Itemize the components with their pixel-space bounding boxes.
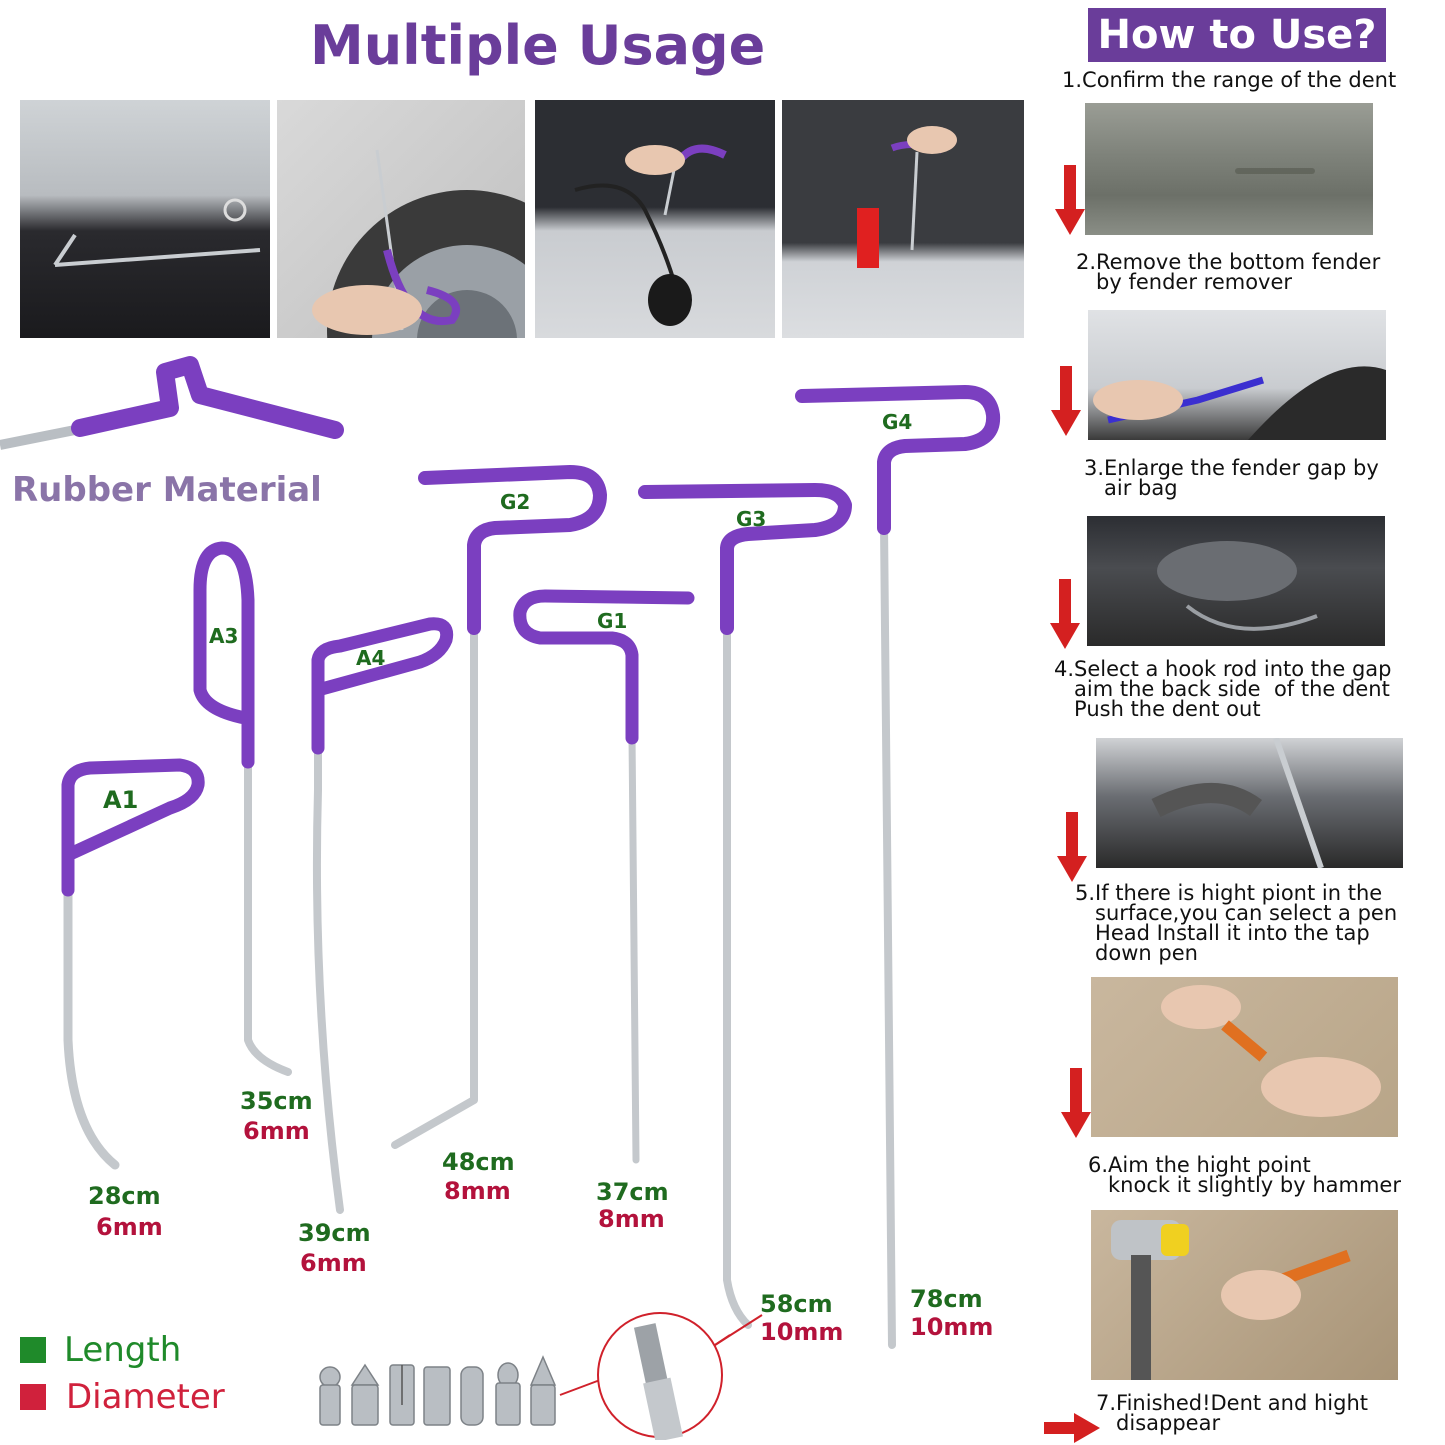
step-arrow-down-4 bbox=[1057, 812, 1087, 882]
step-photo-airbag bbox=[1087, 516, 1385, 646]
rod-diameter-g2: 8mm bbox=[444, 1177, 511, 1205]
legend-diameter-swatch bbox=[20, 1384, 46, 1410]
pen-head-slotted bbox=[389, 1364, 415, 1426]
rubber-handle-closeup bbox=[0, 356, 344, 450]
pen-head-dome bbox=[495, 1362, 521, 1426]
rod-diameter-g3: 10mm bbox=[760, 1318, 844, 1346]
howto-step-1: 1.Confirm the range of the dent bbox=[1062, 68, 1397, 92]
pen-heads-set bbox=[319, 1312, 763, 1440]
rod-length-g2: 48cm bbox=[442, 1148, 515, 1176]
rod-length-g1: 37cm bbox=[596, 1178, 669, 1206]
rod-length-a4: 39cm bbox=[298, 1219, 371, 1247]
rod-length-a3: 35cm bbox=[240, 1087, 313, 1115]
step-photo-hammer bbox=[1091, 1210, 1398, 1380]
step-arrow-down-3 bbox=[1050, 579, 1080, 649]
rod-g1 bbox=[513, 589, 695, 1164]
rod-label-g2: G2 bbox=[500, 490, 531, 514]
rod-length-g4: 78cm bbox=[910, 1285, 983, 1313]
usage-photo-window-airbag bbox=[535, 100, 775, 338]
usage-photo-trunk bbox=[20, 100, 270, 338]
rod-g3 bbox=[638, 483, 852, 1329]
step-arrow-down-2 bbox=[1051, 366, 1081, 436]
rods-illustration bbox=[61, 385, 1001, 1349]
step-photo-pen-head bbox=[1091, 977, 1398, 1137]
pen-head-cone bbox=[350, 1363, 380, 1426]
rod-a1 bbox=[61, 758, 205, 1170]
pen-head-round bbox=[460, 1366, 484, 1426]
step-arrow-down-5 bbox=[1061, 1068, 1091, 1138]
pen-head-ball bbox=[319, 1366, 341, 1426]
howto-step-4: 4.Select a hook rod into the gap aim the… bbox=[1054, 657, 1392, 721]
legend-length-label: Length bbox=[64, 1330, 182, 1370]
step-photo-dent bbox=[1085, 103, 1373, 235]
step-photo-hook-rod bbox=[1096, 738, 1403, 868]
step-arrow-right-final bbox=[1044, 1413, 1100, 1443]
step-photo-fender-remover bbox=[1088, 310, 1386, 440]
pen-head-flat bbox=[423, 1366, 451, 1426]
rod-diameter-a4: 6mm bbox=[300, 1249, 367, 1277]
howto-step-5: 5.If there is hight piont in the surface… bbox=[1075, 881, 1398, 965]
rod-a4 bbox=[311, 617, 454, 1214]
rubber-material-label: Rubber Material bbox=[12, 470, 322, 510]
step-arrow-down-1 bbox=[1055, 165, 1085, 235]
rod-diameter-a3: 6mm bbox=[243, 1117, 310, 1145]
rod-diameter-a1: 6mm bbox=[96, 1213, 163, 1241]
rod-diameter-g4: 10mm bbox=[910, 1313, 994, 1341]
rod-a3 bbox=[193, 541, 292, 1076]
legend-length-swatch bbox=[20, 1337, 46, 1363]
howto-step-6: 6.Aim the hight point knock it slightly … bbox=[1088, 1153, 1401, 1197]
howto-step-2: 2.Remove the bottom fender by fender rem… bbox=[1076, 250, 1381, 294]
trunk-illustration bbox=[53, 198, 261, 267]
howto-step-7: 7.Finished!Dent and hight disappear bbox=[1096, 1391, 1368, 1435]
rod-g4 bbox=[795, 385, 1001, 1349]
wheel-illustration bbox=[312, 149, 525, 338]
rod-label-a4: A4 bbox=[356, 646, 386, 670]
rod-label-g4: G4 bbox=[882, 410, 913, 434]
rod-length-a1: 28cm bbox=[88, 1182, 161, 1210]
legend-diameter-label: Diameter bbox=[66, 1377, 225, 1417]
howto-step-3: 3.Enlarge the fender gap by air bag bbox=[1084, 456, 1379, 500]
rod-diameter-g1: 8mm bbox=[598, 1205, 665, 1233]
door-illustration bbox=[857, 126, 957, 268]
rod-g2 bbox=[391, 465, 607, 1149]
rod-label-g1: G1 bbox=[597, 609, 628, 633]
rod-label-a3: A3 bbox=[209, 624, 239, 648]
howto-title: How to Use? bbox=[1088, 8, 1386, 62]
usage-photo-door bbox=[782, 100, 1024, 338]
rod-label-a1: A1 bbox=[103, 786, 139, 814]
rod-label-g3: G3 bbox=[736, 507, 767, 531]
usage-photo-wheel bbox=[277, 100, 525, 338]
rod-length-g3: 58cm bbox=[760, 1290, 833, 1318]
window-airbag-illustration bbox=[574, 144, 727, 326]
pen-head-point bbox=[529, 1355, 557, 1426]
section-title: Multiple Usage bbox=[310, 14, 766, 77]
